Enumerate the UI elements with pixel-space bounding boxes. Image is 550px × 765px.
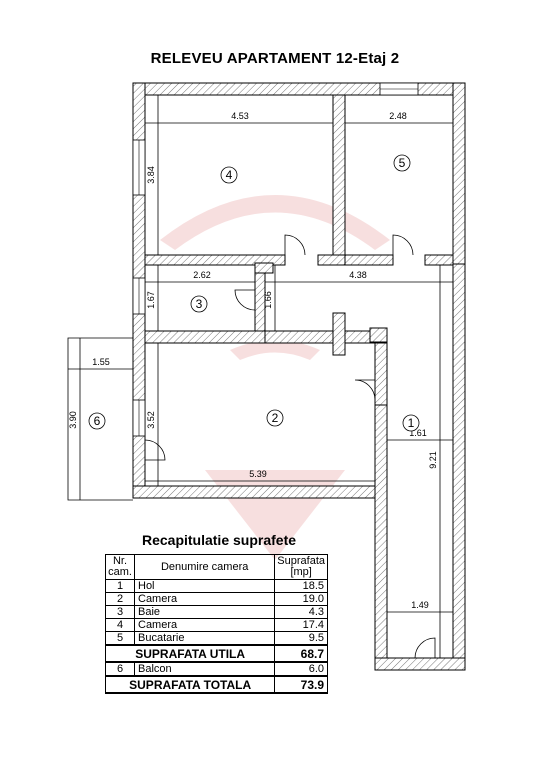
- dim-167: 1.67: [146, 291, 156, 309]
- table-row: 4 Camera 17.4: [105, 618, 328, 632]
- door-room3: [234, 289, 256, 311]
- wall-room3-room2: [144, 330, 266, 344]
- table-row: 6 Balcon 6.0: [105, 661, 328, 677]
- wall-room5-bottom: [344, 254, 394, 266]
- header-name: Denumire camera: [133, 554, 276, 580]
- table-title: Recapitulatie suprafete: [141, 532, 297, 548]
- wall-room2-top: [264, 330, 388, 344]
- room-label-3: 3: [190, 295, 208, 313]
- svg-text:6: 6: [94, 414, 101, 428]
- wall-right-upper: [452, 82, 466, 269]
- wall-bottom-main: [132, 485, 386, 499]
- room-label-4: 4: [220, 166, 238, 184]
- dim-453: 4.53: [231, 111, 249, 121]
- wall-shaft-right: [369, 327, 388, 343]
- table-row: 3 Baie 4.3: [105, 605, 328, 619]
- door-balcony: [144, 439, 166, 461]
- header-area: Suprafata [mp]: [274, 554, 328, 580]
- door-room2: [354, 379, 376, 401]
- wall-corridor-bottom: [374, 657, 466, 671]
- wall-room4-bottom-right: [317, 254, 349, 266]
- room-label-6: 6: [88, 412, 106, 430]
- window-room5: [379, 82, 419, 96]
- dim-539: 5.39: [249, 469, 267, 479]
- dim-921: 9.21: [428, 451, 438, 469]
- room-label-1: 1: [402, 414, 420, 432]
- dim-155: 1.55: [92, 357, 110, 367]
- dim-149: 1.49: [411, 600, 429, 610]
- useful-area-row: SUPRAFATA UTILA 68.7: [104, 644, 328, 663]
- wall-room4-room5: [332, 94, 346, 258]
- window-room4: [132, 139, 146, 196]
- dim-161: 1.61: [409, 428, 427, 438]
- page-title: RELEVEU APARTAMENT 12-Etaj 2: [150, 50, 400, 67]
- table-row: 5 Bucatarie 9.5: [105, 631, 328, 646]
- wall-room4-bottom: [144, 254, 286, 266]
- dim-384: 3.84: [146, 166, 156, 184]
- room-label-5: 5: [393, 154, 411, 172]
- svg-text:4: 4: [226, 168, 233, 182]
- table-row: 2 Camera 19.0: [105, 592, 328, 606]
- svg-text:3: 3: [196, 297, 203, 311]
- svg-text:1: 1: [408, 416, 415, 430]
- table-header-row: Nr. cam. Denumire camera Suprafata [mp]: [105, 554, 328, 580]
- table-row: 1 Hol 18.5: [105, 579, 328, 593]
- room-label-2: 2: [266, 409, 284, 427]
- door-room4: [284, 234, 306, 256]
- wall-right-lower: [452, 263, 466, 671]
- balcony-outline: [67, 337, 133, 501]
- dim-166: 1.66: [263, 291, 273, 309]
- window-room2: [132, 399, 146, 437]
- surface-table: Nr. cam. Denumire camera Suprafata [mp] …: [104, 554, 328, 694]
- header-nr: Nr. cam.: [105, 554, 135, 580]
- dim-352: 3.52: [146, 411, 156, 429]
- dim-248: 2.48: [389, 111, 407, 121]
- total-area-row: SUPRAFATA TOTALA 73.9: [104, 675, 328, 694]
- dim-390: 3.90: [68, 411, 78, 429]
- door-entrance: [414, 637, 436, 659]
- dim-262: 2.62: [193, 270, 211, 280]
- wall-shaft: [332, 312, 346, 356]
- wall-room2-right: [374, 342, 388, 406]
- wall-room3-corner: [254, 262, 274, 274]
- svg-text:2: 2: [272, 411, 279, 425]
- wall-room5-bottom-right: [424, 254, 454, 266]
- door-room5: [392, 234, 414, 256]
- watermark-logo: [160, 195, 390, 560]
- window-room3: [132, 277, 146, 315]
- svg-text:5: 5: [399, 156, 406, 170]
- dim-438: 4.38: [349, 270, 367, 280]
- dimension-lines: [68, 95, 454, 658]
